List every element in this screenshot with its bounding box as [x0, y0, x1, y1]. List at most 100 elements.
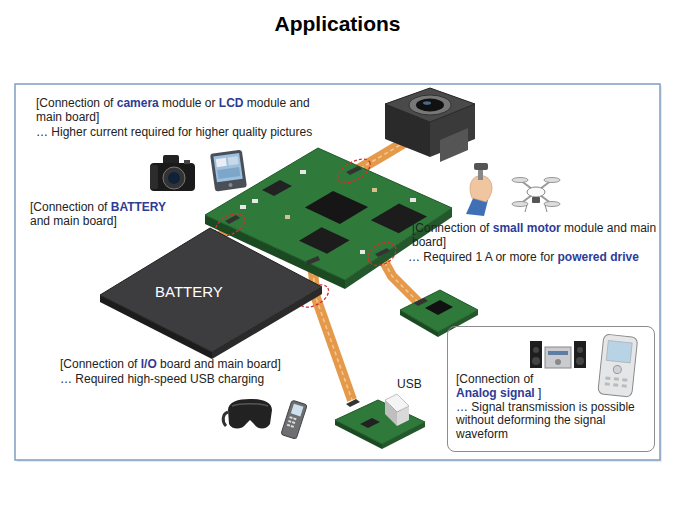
io-board-part	[385, 394, 409, 412]
stereo-icon-part	[555, 359, 561, 365]
phone-icon-part	[613, 365, 622, 374]
word: A	[485, 250, 496, 264]
phone-icon-part	[614, 377, 619, 381]
tablet-icon-part	[228, 183, 233, 188]
main-board-part	[240, 205, 246, 209]
stereo-icon-part	[545, 347, 571, 368]
callout-slot: … Higher current required for higher qua…	[36, 125, 312, 139]
word: USB	[397, 377, 422, 391]
stereo-icon-part	[574, 341, 586, 368]
panel-frame	[15, 84, 662, 462]
handheld-icon-part	[281, 400, 307, 439]
tablet-icon-part	[216, 158, 227, 167]
word: of	[127, 357, 140, 371]
phone-icon-part	[605, 382, 610, 386]
drone-icon-part	[520, 180, 552, 204]
vr-headset-icon	[223, 399, 272, 429]
word: higher	[195, 125, 232, 139]
word: board]	[412, 235, 446, 249]
word: [Connection	[30, 200, 97, 214]
camera-module-part	[440, 128, 468, 162]
word: main	[53, 214, 82, 228]
page-title: Applications	[274, 12, 400, 36]
word: high-speed	[127, 372, 190, 386]
word: or	[495, 250, 509, 264]
word: …	[408, 250, 423, 264]
word: main	[36, 110, 65, 124]
callout-text: … Required 1 A or more for powered drive	[408, 250, 639, 264]
camera-module-part	[385, 88, 475, 122]
tablet-icon-part	[213, 153, 242, 182]
stereo-icon-part	[548, 351, 568, 355]
connector-mark-part	[334, 154, 374, 188]
battery-block: BATTERY	[100, 228, 322, 352]
vr-headset-icon-part	[228, 399, 272, 429]
camera-module-part	[423, 101, 431, 105]
word: is	[579, 400, 591, 414]
word: Signal	[471, 400, 508, 414]
phone-icon-part	[622, 378, 627, 382]
word: main	[630, 221, 659, 235]
callout-text: [Connection of camera module or LCD modu…	[36, 96, 336, 124]
callout-text: [Connection of small motor module and ma…	[412, 221, 657, 249]
callout-text: [Connection of I/O board and main board]	[60, 357, 281, 371]
word: board	[160, 357, 194, 371]
motor-board	[400, 290, 478, 337]
drone-icon-part	[520, 180, 552, 204]
main-board-part	[410, 198, 416, 202]
word: of	[97, 200, 110, 214]
drone-icon-part	[532, 197, 540, 203]
drone-icon-part	[527, 187, 545, 197]
main-board-part	[375, 248, 390, 257]
motor-board-part	[425, 300, 453, 315]
camera-icon-part	[168, 172, 180, 184]
word: and	[30, 214, 53, 228]
stereo-icon-part	[577, 347, 583, 353]
camera-icon-part	[150, 163, 195, 191]
handheld-icon-part	[292, 421, 295, 424]
callout-text: … Required high-speed USB charging	[60, 372, 264, 386]
callout-slot: [Connection of BATTERY and main board]	[30, 200, 188, 228]
handheld-icon-part	[289, 416, 292, 419]
motor-board-part	[414, 298, 428, 306]
word: motor	[527, 221, 564, 235]
stereo-icon-part	[576, 357, 584, 365]
callout-slot: [Connection of I/O board and main board]	[60, 357, 281, 371]
word: BATTERY	[155, 283, 223, 300]
vr-headset-icon-part	[232, 404, 268, 406]
drone-icon-part	[544, 178, 560, 183]
callout-slot: [Connection of small motor module and ma…	[412, 221, 657, 249]
main-board-part	[299, 227, 350, 253]
camera-icon-part	[184, 160, 190, 164]
gimbal-hand-icon	[466, 163, 492, 216]
drone-icon-part	[545, 205, 547, 212]
word: USB	[190, 372, 218, 386]
main-board-part	[305, 191, 368, 224]
callout-slot: [Connection of camera module or LCD modu…	[36, 96, 336, 124]
tablet-icon-part	[210, 150, 247, 192]
stereo-icon-part	[533, 347, 539, 353]
phone-icon-part	[598, 334, 638, 397]
callout-text: [Connection of BATTERY and main board]	[30, 200, 188, 228]
word: [Connection	[36, 96, 103, 110]
word: …	[36, 125, 51, 139]
main-board-part	[300, 170, 306, 174]
word: pictures	[270, 125, 312, 139]
word: required	[131, 125, 178, 139]
word: signal	[500, 386, 538, 400]
camera-icon-part	[150, 165, 158, 189]
node-heading: BATTERY	[155, 283, 322, 300]
word: …	[456, 400, 471, 414]
word: and	[194, 357, 217, 371]
word: Higher	[51, 125, 90, 139]
main-board-part	[372, 188, 377, 192]
handheld-icon-part	[291, 404, 304, 417]
handheld-icon	[281, 400, 307, 439]
word: [Connection	[456, 372, 523, 386]
phone-icon-part	[606, 340, 632, 362]
word: BATTERY	[111, 200, 169, 214]
word: signal	[574, 413, 609, 427]
word: [Connection	[60, 357, 127, 371]
word: quality	[232, 125, 270, 139]
